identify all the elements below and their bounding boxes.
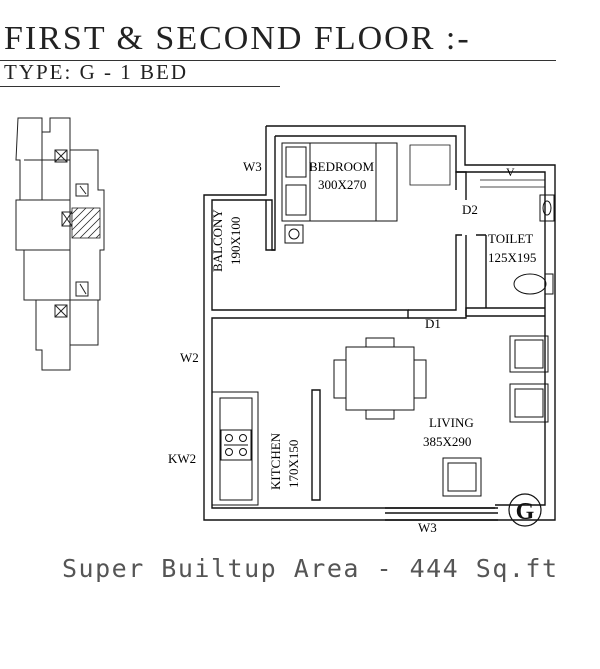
bed: [281, 142, 398, 222]
key-plan: [15, 117, 105, 371]
unit-marker-circle: [508, 493, 542, 527]
living-size: 385X290: [423, 434, 471, 449]
window-w3-bottom-label: W3: [418, 520, 437, 535]
kitchen-counter: [212, 391, 259, 506]
dining-table: [333, 337, 427, 420]
living-chairs: [442, 335, 549, 497]
ventilator-v-label: V: [506, 165, 515, 179]
unit-marker-letter: G: [516, 499, 535, 525]
balcony-name: BALCONY: [210, 209, 225, 272]
toilet-fixtures: [513, 194, 555, 295]
exterior-walls: [203, 125, 556, 521]
bedroom-name: BEDROOM: [309, 159, 374, 174]
living-name: LIVING: [429, 415, 474, 430]
toilet-size: 125X195: [488, 250, 536, 265]
window-w2-label: W2: [180, 350, 199, 365]
window-w3-top-label: W3: [243, 159, 262, 174]
title-underline: [0, 60, 556, 61]
super-builtup-area: Super Builtup Area - 444 Sq.ft: [62, 554, 559, 583]
door-d1-label: D1: [425, 316, 441, 331]
kitchen-size: 170X150: [286, 440, 301, 488]
balcony-size: 190X100: [228, 217, 243, 265]
bedside-lamp: [284, 224, 304, 244]
door-d2-label: D2: [462, 202, 478, 217]
kitchen-window-kw2-label: KW2: [168, 451, 196, 466]
plan-title: FIRST & SECOND FLOOR :-: [4, 20, 471, 57]
interior-walls: [265, 144, 545, 501]
bedroom-size: 300X270: [318, 177, 366, 192]
key-plan-highlight: [71, 207, 101, 239]
toilet-name: TOILET: [488, 231, 533, 246]
subtitle-underline: [0, 86, 280, 87]
plan-subtitle: TYPE: G - 1 BED: [4, 60, 188, 84]
kitchen-name: KITCHEN: [268, 432, 283, 490]
